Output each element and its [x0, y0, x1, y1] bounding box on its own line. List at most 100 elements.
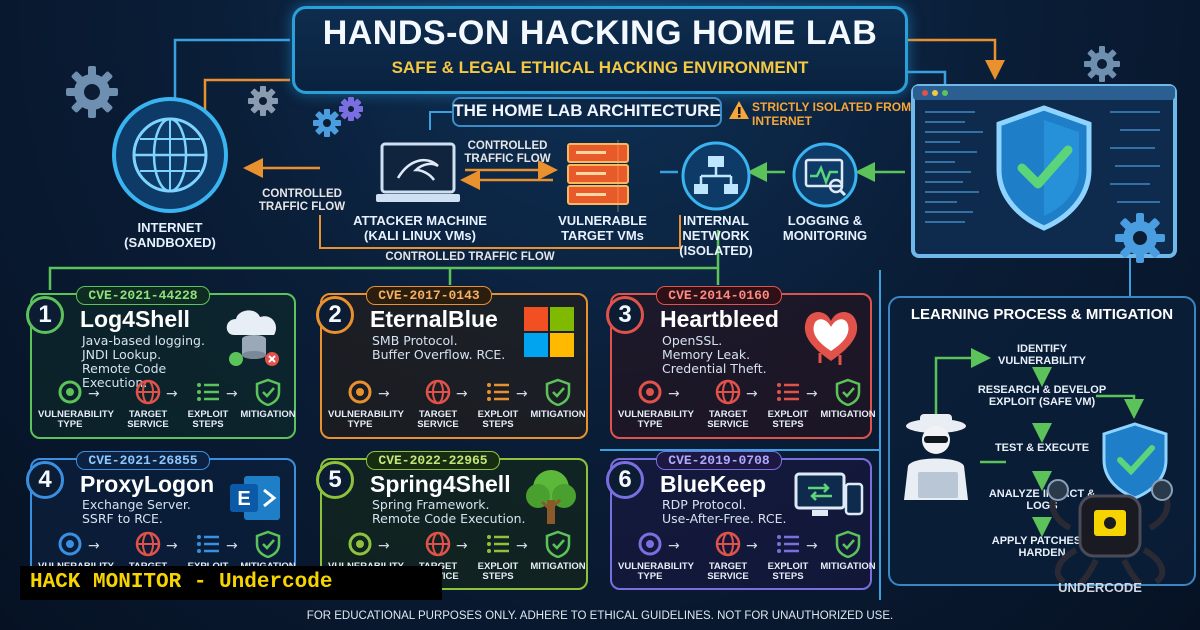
- robot-mascot-icon: [1047, 479, 1173, 586]
- step-arrow: →: [668, 538, 680, 554]
- cve-id: CVE-2014-0160: [656, 286, 782, 305]
- globe-icon: [112, 97, 228, 213]
- step-arrow: →: [88, 538, 100, 554]
- isolation-warning: STRICTLY ISOLATED FROM INTERNET: [752, 100, 912, 128]
- shield-check-icon: [545, 530, 571, 558]
- svg-text:E: E: [237, 488, 250, 510]
- shield-check-icon: [835, 378, 861, 406]
- step-exploit-steps: EXPLOIT STEPS: [477, 409, 519, 430]
- step-arrow: →: [516, 386, 528, 402]
- internet-label: INTERNET (SANDBOXED): [124, 220, 216, 250]
- brand-logo-text: UNDERCODE: [1058, 580, 1142, 595]
- shield-check-icon: [545, 378, 571, 406]
- card-number: 3: [606, 296, 644, 334]
- flow-label-bottom: CONTROLLED TRAFFIC FLOW: [385, 251, 555, 263]
- step-arrow: →: [456, 538, 468, 554]
- step-exploit-steps: EXPLOIT STEPS: [767, 409, 809, 430]
- exchange-logo-icon: E: [230, 476, 280, 520]
- gear-icon: [339, 97, 363, 121]
- step-vulnerability-type: VULNERABILITY TYPE: [38, 409, 114, 430]
- card-description: SMB Protocol.Buffer Overflow. RCE.: [372, 333, 506, 362]
- shield-check-icon: [255, 378, 281, 406]
- step-exploit-steps: EXPLOIT STEPS: [767, 561, 809, 582]
- learning-step-test: TEST & EXECUTE: [994, 442, 1090, 454]
- bug-icon: [348, 380, 372, 404]
- step-vulnerability-type: VULNERABILITY TYPE: [328, 409, 404, 430]
- card-number: 5: [316, 461, 354, 499]
- step-arrow: →: [746, 386, 758, 402]
- list-icon: [487, 535, 509, 553]
- list-icon: [197, 535, 219, 553]
- card-title: EternalBlue: [370, 306, 498, 332]
- step-mitigation: MITIGATION: [820, 561, 876, 572]
- card-number: 6: [606, 461, 644, 499]
- service-icon: [425, 379, 451, 405]
- hacker-figure-icon: [904, 414, 968, 500]
- card-title: ProxyLogon: [80, 471, 215, 497]
- cve-id: CVE-2021-26855: [76, 451, 210, 470]
- step-arrow: →: [516, 538, 528, 554]
- secure-monitor-icon: [911, 84, 1177, 258]
- step-target-service: TARGET SERVICE: [707, 561, 749, 582]
- step-arrow: →: [668, 386, 680, 402]
- step-target-service: TARGET SERVICE: [417, 409, 459, 430]
- bug-icon: [638, 532, 662, 556]
- card-number: 4: [26, 461, 64, 499]
- gear-icon: [1084, 46, 1120, 82]
- card-number: 1: [26, 296, 64, 334]
- step-mitigation: MITIGATION: [530, 409, 586, 420]
- page-title: HANDS-ON HACKING HOME LAB: [322, 14, 878, 52]
- service-icon: [135, 379, 161, 405]
- gear-icon: [313, 109, 341, 137]
- server-stack-icon: [567, 140, 629, 212]
- step-arrow: →: [806, 386, 818, 402]
- network-label: INTERNAL NETWORK (ISOLATED): [679, 213, 753, 258]
- step-target-service: TARGET SERVICE: [127, 409, 169, 430]
- learning-step-identify: IDENTIFY VULNERABILITY: [998, 343, 1086, 367]
- card-description: Exchange Server.SSRF to RCE.: [82, 497, 191, 526]
- shield-check-icon: [835, 530, 861, 558]
- step-vulnerability-type: VULNERABILITY TYPE: [618, 409, 694, 430]
- architecture-title: THE HOME LAB ARCHITECTURE: [453, 101, 721, 120]
- card-description: Spring Framework.Remote Code Execution.: [372, 497, 526, 526]
- step-vulnerability-type: VULNERABILITY TYPE: [618, 561, 694, 582]
- card-description: OpenSSL.Memory Leak.Credential Theft.: [662, 333, 767, 376]
- list-icon: [197, 383, 219, 401]
- bleeding-heart-icon: [804, 312, 858, 365]
- targets-label: VULNERABLE TARGET VMs: [558, 213, 647, 243]
- card-number: 2: [316, 296, 354, 334]
- attacker-label: ATTACKER MACHINE (KALI LINUX VMs): [353, 213, 487, 243]
- architecture-frame: [452, 97, 722, 127]
- cve-id: CVE-2019-0708: [656, 451, 782, 470]
- list-icon: [777, 535, 799, 553]
- card-title: Spring4Shell: [370, 471, 511, 497]
- step-exploit-steps: EXPLOIT STEPS: [477, 561, 519, 582]
- cve-id: CVE-2017-0143: [366, 286, 492, 305]
- laptop-icon: [376, 142, 460, 202]
- service-icon: [135, 531, 161, 557]
- card-description: Java-based logging.JNDI Lookup.Remote Co…: [82, 333, 205, 390]
- step-arrow: →: [378, 538, 390, 554]
- remote-desktop-icon: [794, 472, 864, 516]
- warning-icon: [729, 101, 749, 119]
- windows-logo-icon: [524, 307, 574, 357]
- step-mitigation: MITIGATION: [530, 561, 586, 572]
- cve-id: CVE-2021-44228: [76, 286, 210, 305]
- learning-step-research: RESEARCH & DEVELOP EXPLOIT (SAFE VM): [977, 384, 1107, 408]
- step-arrow: →: [226, 538, 238, 554]
- gear-icon: [66, 66, 118, 118]
- network-icon: [681, 141, 751, 211]
- bug-icon: [58, 380, 82, 404]
- step-arrow: →: [166, 386, 178, 402]
- card-title: BlueKeep: [660, 471, 767, 497]
- step-arrow: →: [378, 386, 390, 402]
- hack-monitor-banner: HACK MONITOR - Undercode: [20, 566, 442, 600]
- step-exploit-steps: EXPLOIT STEPS: [187, 409, 229, 430]
- step-arrow: →: [226, 386, 238, 402]
- cloud-database-icon: [226, 310, 279, 366]
- service-icon: [715, 531, 741, 557]
- learning-step-apply: APPLY PATCHES & HARDEN: [991, 535, 1093, 559]
- step-mitigation: MITIGATION: [820, 409, 876, 420]
- logging-label: LOGGING & MONITORING: [782, 213, 868, 243]
